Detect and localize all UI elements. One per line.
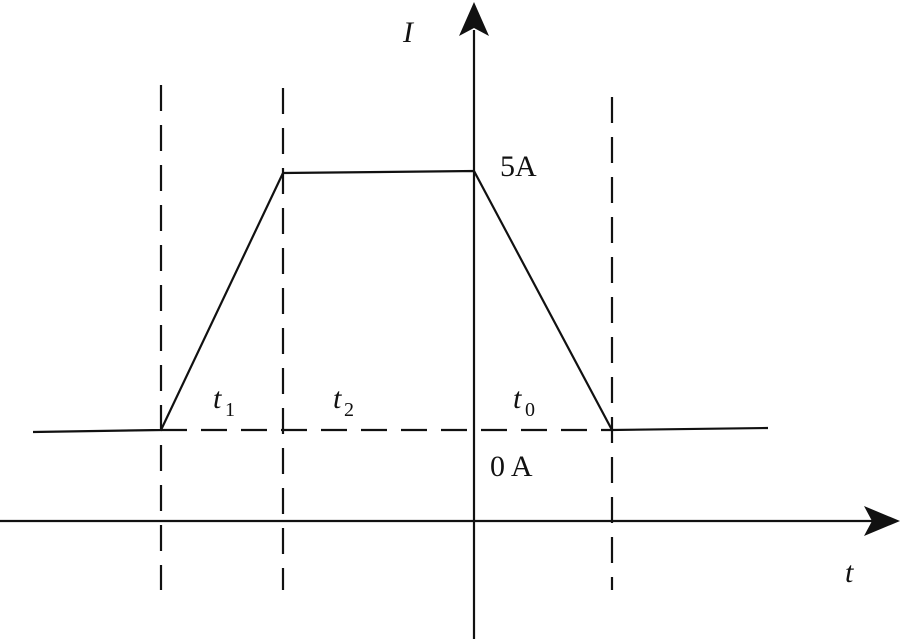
interval-label-t1: t 1 bbox=[213, 382, 235, 421]
interval-t0-var: t bbox=[513, 382, 522, 415]
interval-t2-var: t bbox=[333, 382, 342, 415]
interval-t2-sub: 2 bbox=[344, 399, 354, 421]
interval-t0-sub: 0 bbox=[525, 399, 535, 421]
y-axis-arrowhead-icon bbox=[459, 2, 489, 36]
high-level-label: 5A bbox=[500, 150, 537, 183]
x-axis-label: t bbox=[845, 556, 854, 589]
interval-label-t2: t 2 bbox=[333, 382, 354, 421]
interval-label-t0: t 0 bbox=[513, 382, 535, 421]
interval-t1-sub: 1 bbox=[225, 399, 235, 421]
low-level-label: 0 A bbox=[490, 450, 533, 483]
current-waveform-line bbox=[32, 169, 769, 434]
interval-t1-var: t bbox=[213, 382, 222, 415]
y-axis-label: I bbox=[402, 16, 415, 49]
x-axis-arrowhead-icon bbox=[864, 506, 900, 536]
